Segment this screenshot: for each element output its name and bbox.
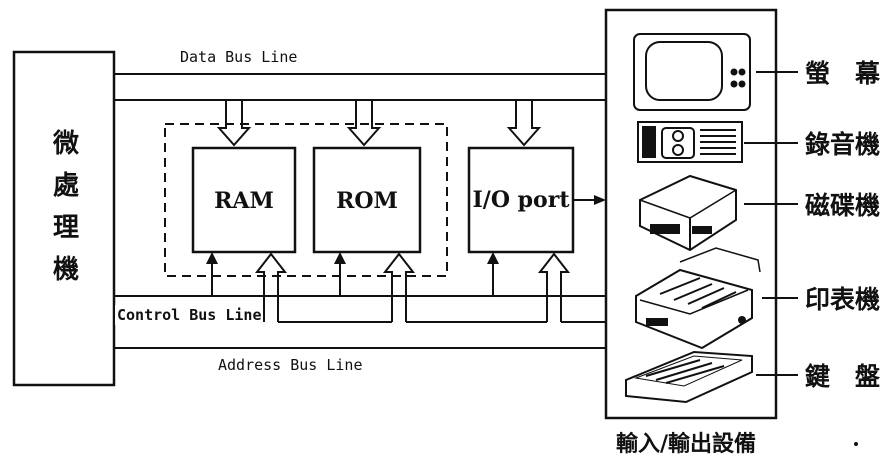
data-bus: Data Bus Line [114,48,606,100]
io-address-arrow [540,254,568,322]
cpu-label-3: 理 [53,213,79,243]
keyboard-icon [626,352,752,402]
control-bus: Control Bus Line [114,252,606,325]
monitor-label: 螢 幕 [805,59,881,88]
address-bus: Address Bus Line [114,348,606,374]
rom-label: ROM [336,188,398,214]
cpu-label-1: 微 [52,128,79,159]
rom-address-arrow [385,254,413,322]
io-devices-title: 輸入/輸出設備 [616,431,756,457]
stray-dot [854,442,858,446]
cpu-label-2: 處 [53,171,79,201]
disk-label: 磁碟機 [805,191,880,220]
keyboard-label: 鍵 盤 [805,362,881,391]
address-bus-taps [257,254,606,322]
disk-drive-icon [640,176,736,250]
cpu-block: 微 處 理 機 [14,52,114,385]
rom-data-arrow [349,100,379,145]
recorder-label: 錄音機 [805,130,880,159]
ram-data-arrow [219,100,249,145]
io-data-arrow [509,100,539,145]
control-bus-label: Control Bus Line [117,306,262,324]
ram-block: RAM [193,148,295,252]
data-bus-taps [219,100,539,145]
cassette-recorder-icon [638,122,742,162]
io-port-block: I/O port [469,148,573,252]
printer-icon [636,248,760,348]
io-to-devices-arrow [573,195,606,205]
io-port-label: I/O port [473,187,571,213]
ram-label: RAM [214,188,274,214]
address-bus-label: Address Bus Line [218,356,363,374]
monitor-icon [634,34,750,110]
data-bus-label: Data Bus Line [180,48,297,66]
device-callouts [744,72,798,375]
cpu-label-4: 機 [53,255,79,285]
printer-label: 印表機 [805,285,880,314]
rom-block: ROM [314,148,420,252]
